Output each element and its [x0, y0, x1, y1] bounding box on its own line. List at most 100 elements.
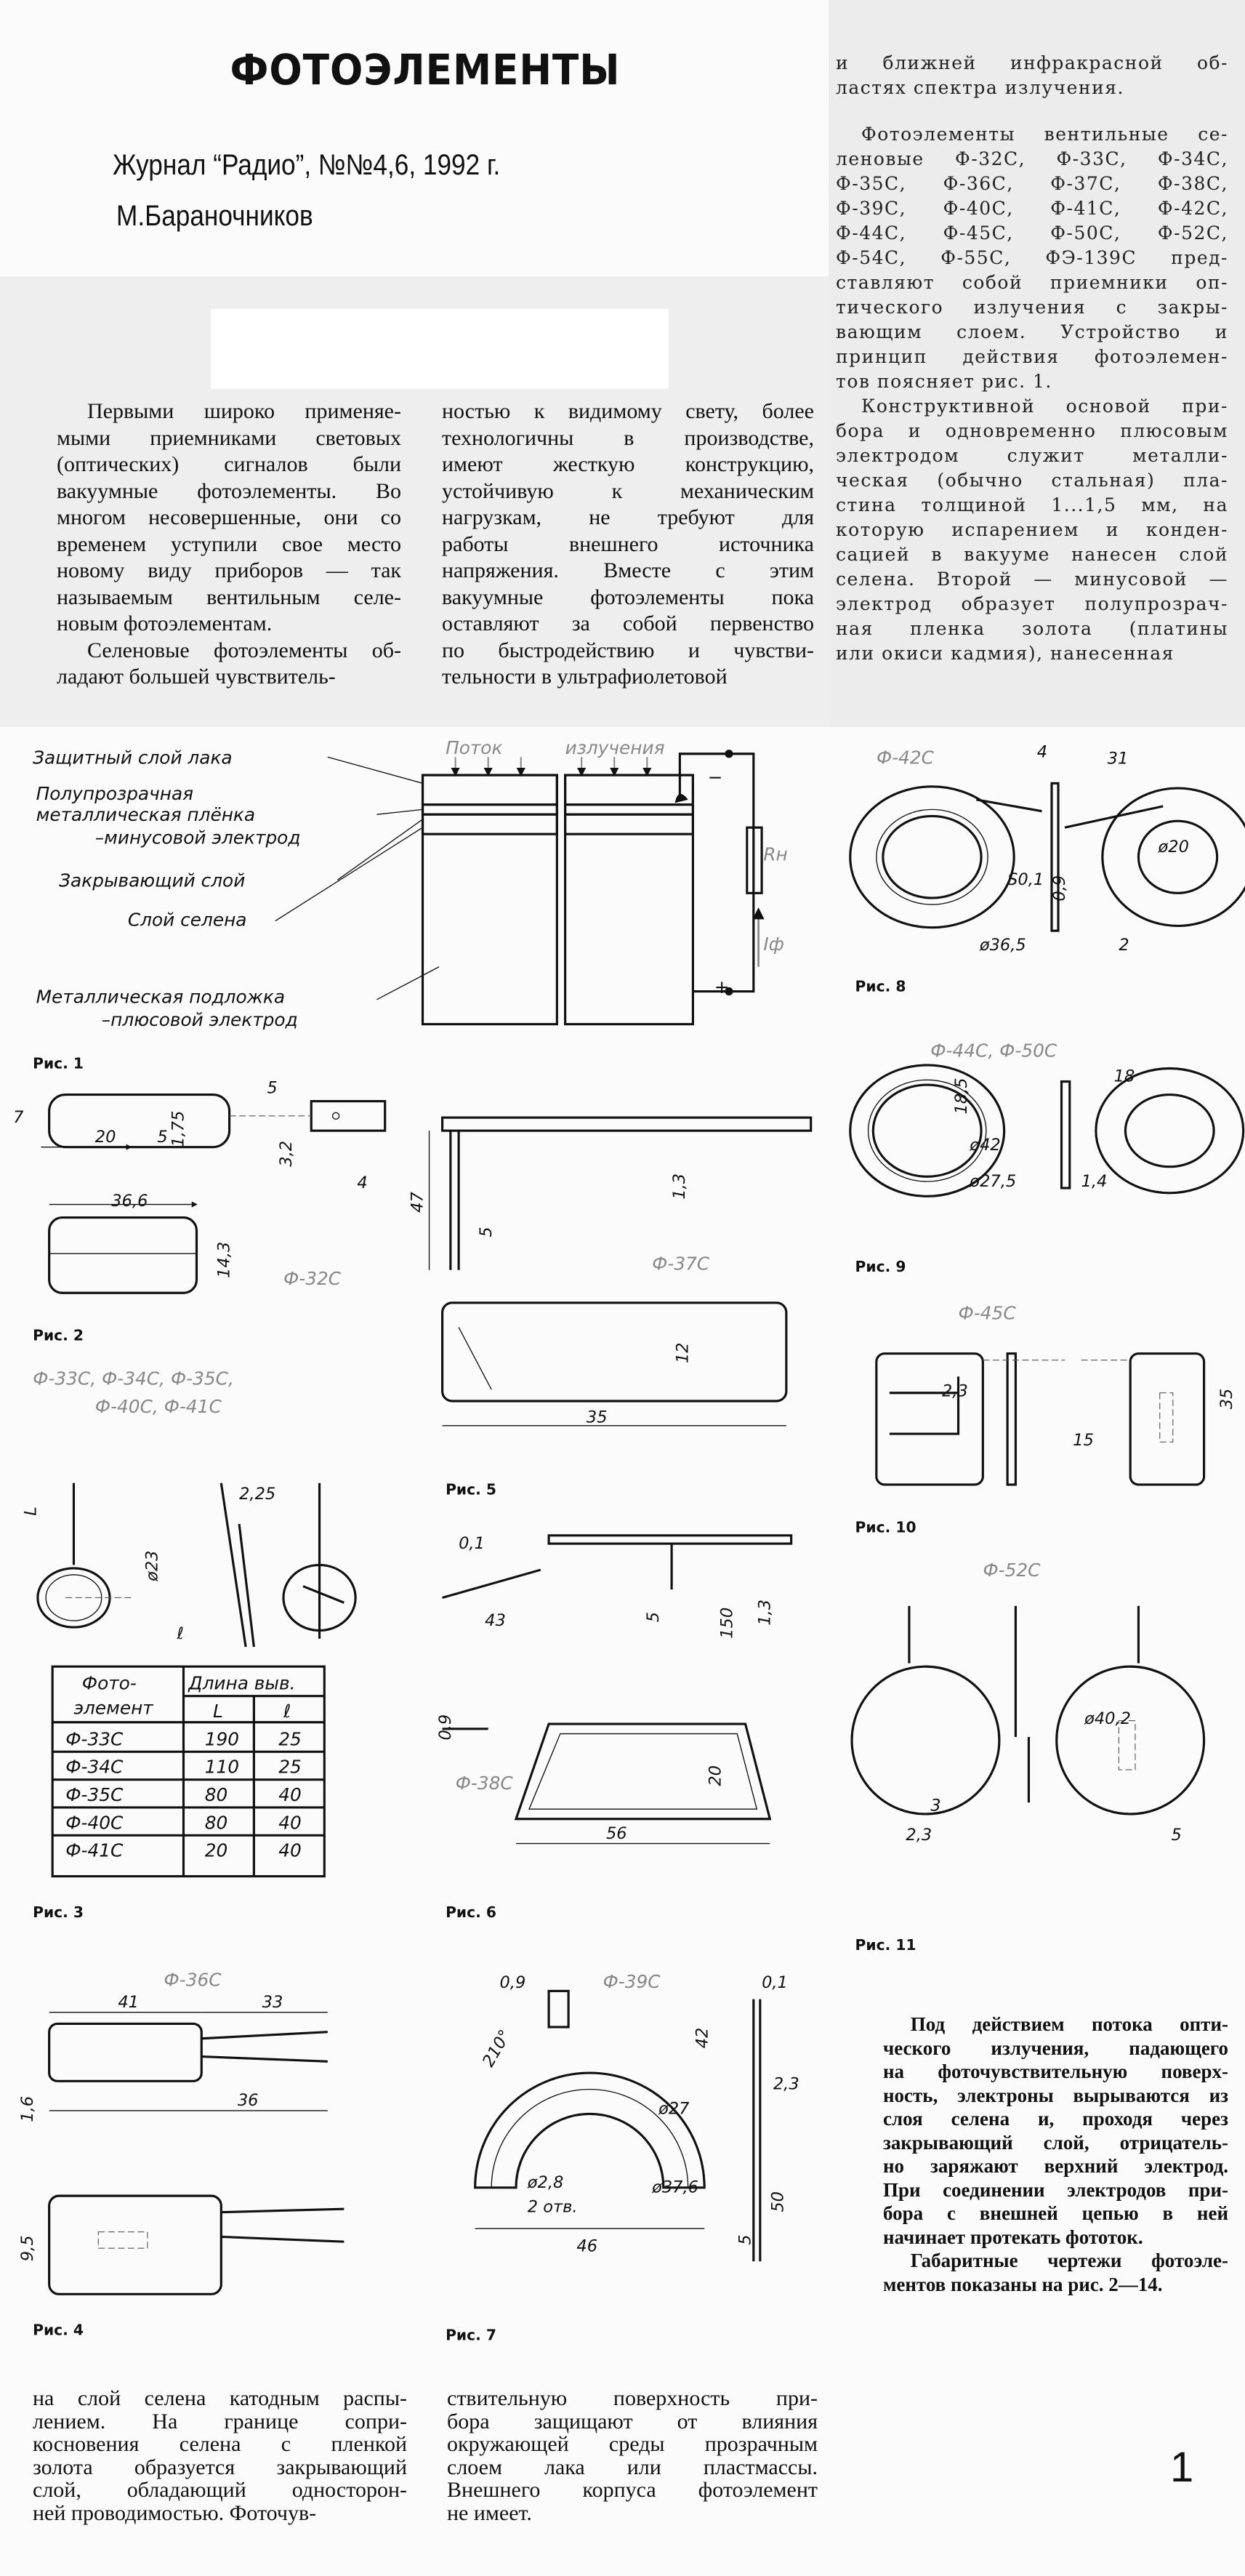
figure-caption: Рис. 10 [855, 1518, 916, 1536]
dim-label: 0,1 [762, 1973, 788, 1992]
dim-label: 5 [644, 1612, 663, 1622]
figure-model-label: Ф-52С [983, 1560, 1041, 1581]
label-load-resistor: Rн [763, 843, 787, 864]
table-cell-L: 110 [205, 1757, 239, 1778]
dim-label: 50 [768, 2191, 787, 2212]
text-line: Ф-44С, Ф-45С, Ф-50С, Ф-52С, [836, 222, 1228, 244]
dim-label: 5 [736, 2234, 754, 2244]
text-line: бора и одновременно плюсовым [836, 420, 1228, 441]
dim-label: 36,6 [111, 1192, 148, 1211]
paragraph: и ближней инфракрасной об-ластях спектра… [836, 51, 1228, 100]
label-metal-substrate: Металлическая подложка [36, 986, 285, 1007]
label-flux: Поток [446, 737, 502, 758]
text-line: ная пленка золота (платины [836, 618, 1228, 639]
label-radiation: излучения [565, 737, 665, 758]
table-cell-model: Ф-34С [65, 1757, 124, 1778]
dim-label: 1,4 [1081, 1172, 1108, 1191]
dim-label: L [22, 1506, 41, 1516]
text-line: ладают большей чувствитель- [57, 665, 336, 689]
text-line: Габаритные чертежи фотоэле- [910, 2250, 1228, 2271]
dim-label: 35 [587, 1408, 608, 1427]
paragraph: Под действием потока опти-ческого излуче… [883, 2013, 1228, 2249]
text-line: золота образуется закрывающий [33, 2455, 407, 2479]
figure-7-f39c: 0,9 Ф-39С 0,1 210° 42 2,3 ø27 ø2,8 2 отв… [446, 1971, 799, 2344]
text-line: ностью к видимому свету, более [442, 399, 814, 423]
dim-label: 4 [1037, 742, 1047, 761]
text-line: слоем лака или пластмассы. [447, 2455, 818, 2479]
table-cell-L: 20 [205, 1840, 228, 1861]
figure-2-f32c: 7 20 5 1,75 5 3,2 4 36,6 14,3 Ф-32С Рис.… [13, 1078, 387, 1344]
text-line: При соединении электродов при- [883, 2178, 1228, 2201]
text-column-bottom-left: на слой селена катодным распы-лением. На… [33, 2387, 407, 2524]
dim-label: 3 [930, 1796, 940, 1815]
dim-label: 9,5 [18, 2235, 37, 2261]
figure-model-label: Ф-39С [603, 1971, 661, 1992]
figure-caption: Рис. 4 [33, 2322, 84, 2339]
figure-5-f37c: 47 1,3 5 Ф-37С 12 35 Рис. 5 [408, 1116, 813, 1498]
text-line: бора защищают от влияния [447, 2409, 818, 2433]
figure-caption: Рис. 2 [33, 1327, 84, 1344]
dim-label: 0,9 [499, 1973, 525, 1992]
dim-label: 47 [408, 1191, 427, 1212]
label-barrier-layer: Закрывающий слой [59, 870, 245, 891]
label-metal-film: металлическая плёнка [36, 804, 255, 825]
text-line: устойчивую к механическим [442, 478, 814, 503]
text-column-top-left: Первыми широко применяе-мыми приемниками… [57, 398, 401, 691]
dim-label: 5 [157, 1128, 167, 1147]
dim-label: 15 [1073, 1431, 1094, 1450]
table-header-photocell-2: элемент [73, 1697, 154, 1718]
text-line: косновения селена с пленкой [33, 2432, 407, 2456]
table-cell-model: Ф-40С [65, 1812, 124, 1833]
dim-label: 20 [706, 1765, 725, 1786]
table-cell-l: 40 [278, 1812, 302, 1833]
dim-label: 210° [479, 2026, 515, 2070]
layer-diagram [275, 750, 765, 1026]
label-semitransparent: Полупрозрачная [36, 783, 194, 804]
figure-1-photocell-structure: Защитный слой лака Полупрозрачная металл… [33, 737, 788, 1072]
text-line: леновые Ф-32С, Ф-33С, Ф-34С, [836, 148, 1228, 169]
table-subheader-L: L [213, 1701, 223, 1722]
figure-caption: Рис. 6 [446, 1903, 496, 1921]
figure-9-f44c-f50c: Ф-44С, Ф-50С 18,5 18 ø42 ø27,5 1,4 Рис. … [849, 1040, 1245, 1275]
text-line: напряжения. Вместе с этим [442, 558, 814, 582]
text-line: тического излучения с закры- [836, 297, 1228, 318]
text-line: новым фотоэлементам. [57, 611, 273, 635]
text-line: вающим слоем. Устройство и [836, 321, 1228, 342]
text-line: или окиси кадмия), нанесенная [836, 643, 1175, 664]
text-line: Ф-54С, Ф-55С, ФЭ-139С пред- [836, 247, 1228, 268]
author-name: М.Бараночников [116, 200, 313, 232]
text-line: нагрузкам, не требуют для [442, 505, 814, 529]
label-minus: − [708, 766, 723, 787]
page-number: 1 [1170, 2444, 1194, 2491]
label-protective-lacquer: Защитный слой лака [33, 747, 233, 768]
dim-label: 42 [693, 2028, 712, 2049]
figure-model-label: Ф-40С, Ф-41С [95, 1396, 222, 1417]
text-line: ставляют собой приемники оп- [836, 272, 1228, 293]
text-line: ней проводимостью. Фоточув- [33, 2500, 317, 2525]
figure-4-f36c: Ф-36С 41 33 1,6 36 9,5 Рис. 4 [18, 1970, 345, 2339]
figure-caption: Рис. 9 [855, 1258, 906, 1275]
dim-label: 18 [1114, 1067, 1135, 1086]
figure-model-label: Ф-32С [283, 1268, 342, 1289]
text-line: мыми приемниками световых [57, 425, 401, 450]
paragraph: Конструктивной основой при-бора и одновр… [836, 394, 1228, 666]
figure-caption: Рис. 7 [446, 2326, 496, 2343]
text-line: но заряжают верхний электрод. [883, 2155, 1228, 2177]
dim-label: 5 [1172, 1826, 1182, 1845]
paragraph: на слой селена катодным распы-лением. На… [33, 2387, 407, 2524]
text-line: стина толщиной 1...1,5 мм, на [836, 494, 1228, 515]
blank-box [211, 309, 669, 389]
dim-label: 3,2 [277, 1141, 296, 1167]
text-line: ствительную поверхность при- [447, 2386, 818, 2410]
figure-8-f42c: Ф-42С 4 31 S0,1 0,9 ø20 ø36,5 2 Рис. 8 [849, 742, 1245, 995]
label-minus-electrode: –минусовой электрод [95, 827, 301, 848]
drawing-body [48, 1093, 231, 1149]
text-line: Первыми широко применяе- [87, 399, 401, 423]
table-cell-l: 25 [278, 1757, 302, 1778]
dim-label: 1,3 [755, 1600, 774, 1626]
text-line: тельности в ультрафиолетовой [442, 665, 728, 689]
figure-11-f52c: Ф-52С ø40,2 3 2,3 5 Рис. 11 [850, 1560, 1206, 1954]
dim-label: S0,1 [1007, 870, 1044, 889]
